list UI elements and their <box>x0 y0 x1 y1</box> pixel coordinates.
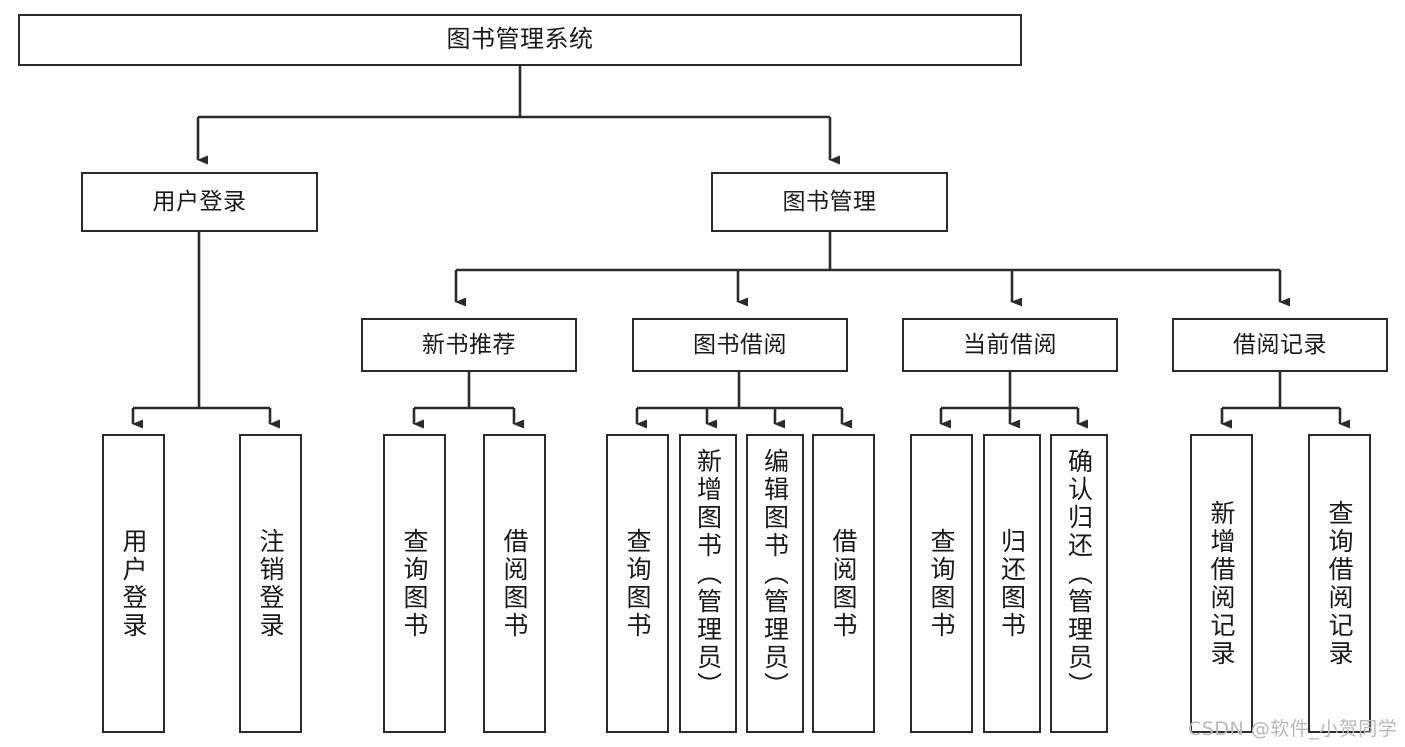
node-label: 用户登录 <box>119 527 148 640</box>
node-label: 查询借阅记录 <box>1325 499 1354 668</box>
node-label: 新增图书（管理员） <box>693 448 723 700</box>
node-label: 当前借阅 <box>963 331 1057 358</box>
node-label: 注销登录 <box>256 527 285 640</box>
node-book-manage[interactable]: 图书管理 <box>711 172 948 232</box>
leaf-logout[interactable]: 注销登录 <box>239 434 302 733</box>
node-label: 编辑图书（管理员） <box>760 448 790 700</box>
leaf-return-book[interactable]: 归还图书 <box>983 434 1041 733</box>
node-new-book-recommend[interactable]: 新书推荐 <box>361 318 577 372</box>
node-label: 借阅记录 <box>1233 331 1327 358</box>
node-label: 图书管理系统 <box>446 25 594 54</box>
leaf-edit-book[interactable]: 编辑图书（管理员） <box>746 434 804 733</box>
leaf-add-record[interactable]: 新增借阅记录 <box>1190 434 1253 733</box>
leaf-borrow-book-1[interactable]: 借阅图书 <box>483 434 546 733</box>
node-label: 用户登录 <box>152 188 247 215</box>
leaf-confirm-return[interactable]: 确认归还（管理员） <box>1050 434 1108 733</box>
leaf-query-book-3[interactable]: 查询图书 <box>910 434 973 733</box>
leaf-user-login[interactable]: 用户登录 <box>102 434 165 733</box>
csdn-watermark: CSDN @软件_小贺同学 <box>1188 718 1398 740</box>
node-label: 归还图书 <box>997 527 1027 640</box>
leaf-borrow-book-2[interactable]: 借阅图书 <box>812 434 875 733</box>
node-label: 新增借阅记录 <box>1207 499 1236 668</box>
node-label: 借阅图书 <box>500 527 529 640</box>
node-label: 图书借阅 <box>693 331 787 358</box>
leaf-query-record[interactable]: 查询借阅记录 <box>1308 434 1371 733</box>
node-label: 借阅图书 <box>829 527 858 640</box>
node-label: 图书管理 <box>782 188 877 215</box>
node-book-borrow[interactable]: 图书借阅 <box>632 318 848 372</box>
node-root-system[interactable]: 图书管理系统 <box>18 14 1022 66</box>
leaf-query-book-1[interactable]: 查询图书 <box>383 434 446 733</box>
node-current-borrow[interactable]: 当前借阅 <box>902 318 1118 372</box>
node-label: 查询图书 <box>400 527 429 640</box>
leaf-query-book-2[interactable]: 查询图书 <box>606 434 669 733</box>
node-label: 查询图书 <box>927 527 956 640</box>
leaf-add-book[interactable]: 新增图书（管理员） <box>679 434 737 733</box>
node-label: 新书推荐 <box>422 331 516 358</box>
node-label: 确认归还（管理员） <box>1064 448 1094 700</box>
node-user-login[interactable]: 用户登录 <box>81 172 318 232</box>
node-label: 查询图书 <box>623 527 652 640</box>
node-borrow-record[interactable]: 借阅记录 <box>1172 318 1388 372</box>
